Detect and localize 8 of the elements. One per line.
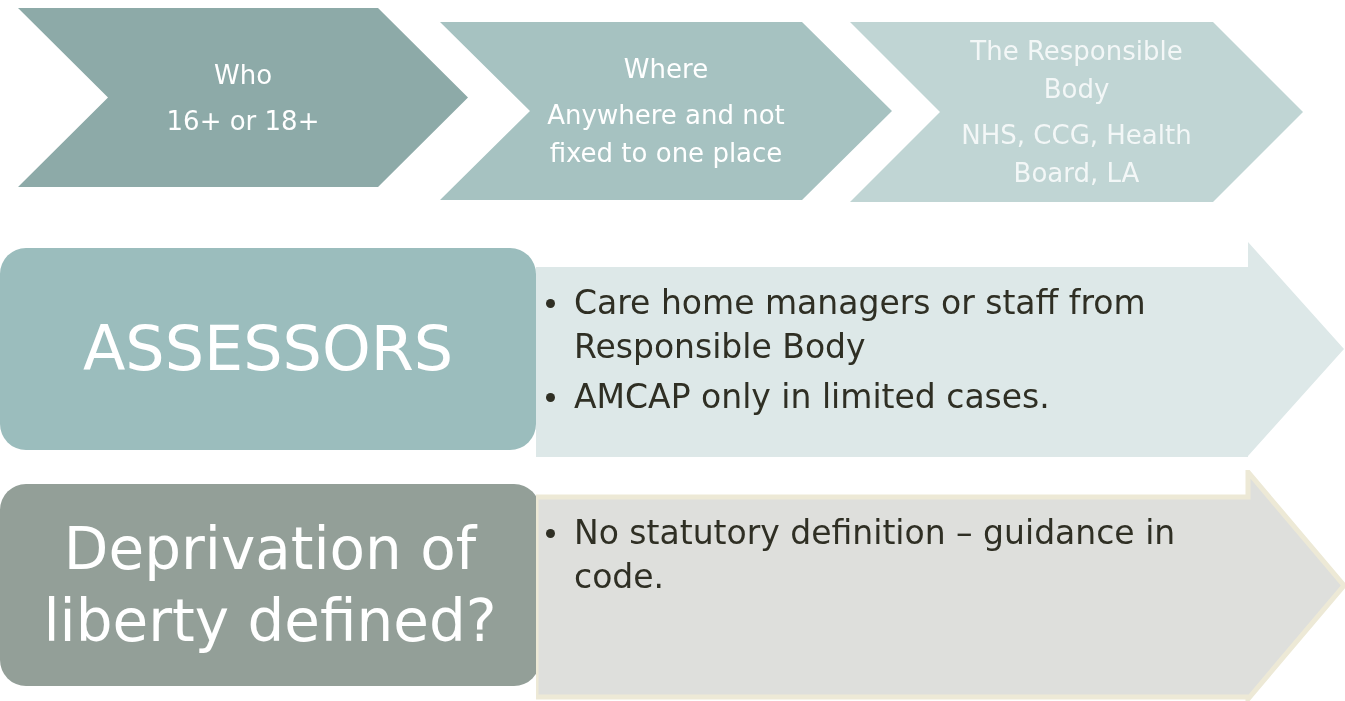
bullet-text: AMCAP only in limited cases. [574, 375, 1225, 419]
chevron-heading: Where [623, 53, 709, 86]
heading-box: ASSESSORS [0, 248, 536, 450]
bullet-text: Care home managers or staff from Responsible Body [574, 281, 1225, 369]
chevron-text: Anywhere and not fixed to one place [546, 99, 786, 170]
chevron-heading: Who [213, 58, 273, 92]
chevron-text: 16+ or 18+ [166, 104, 320, 138]
bullet-text: No statutory definition – guidance in code. [574, 511, 1225, 599]
